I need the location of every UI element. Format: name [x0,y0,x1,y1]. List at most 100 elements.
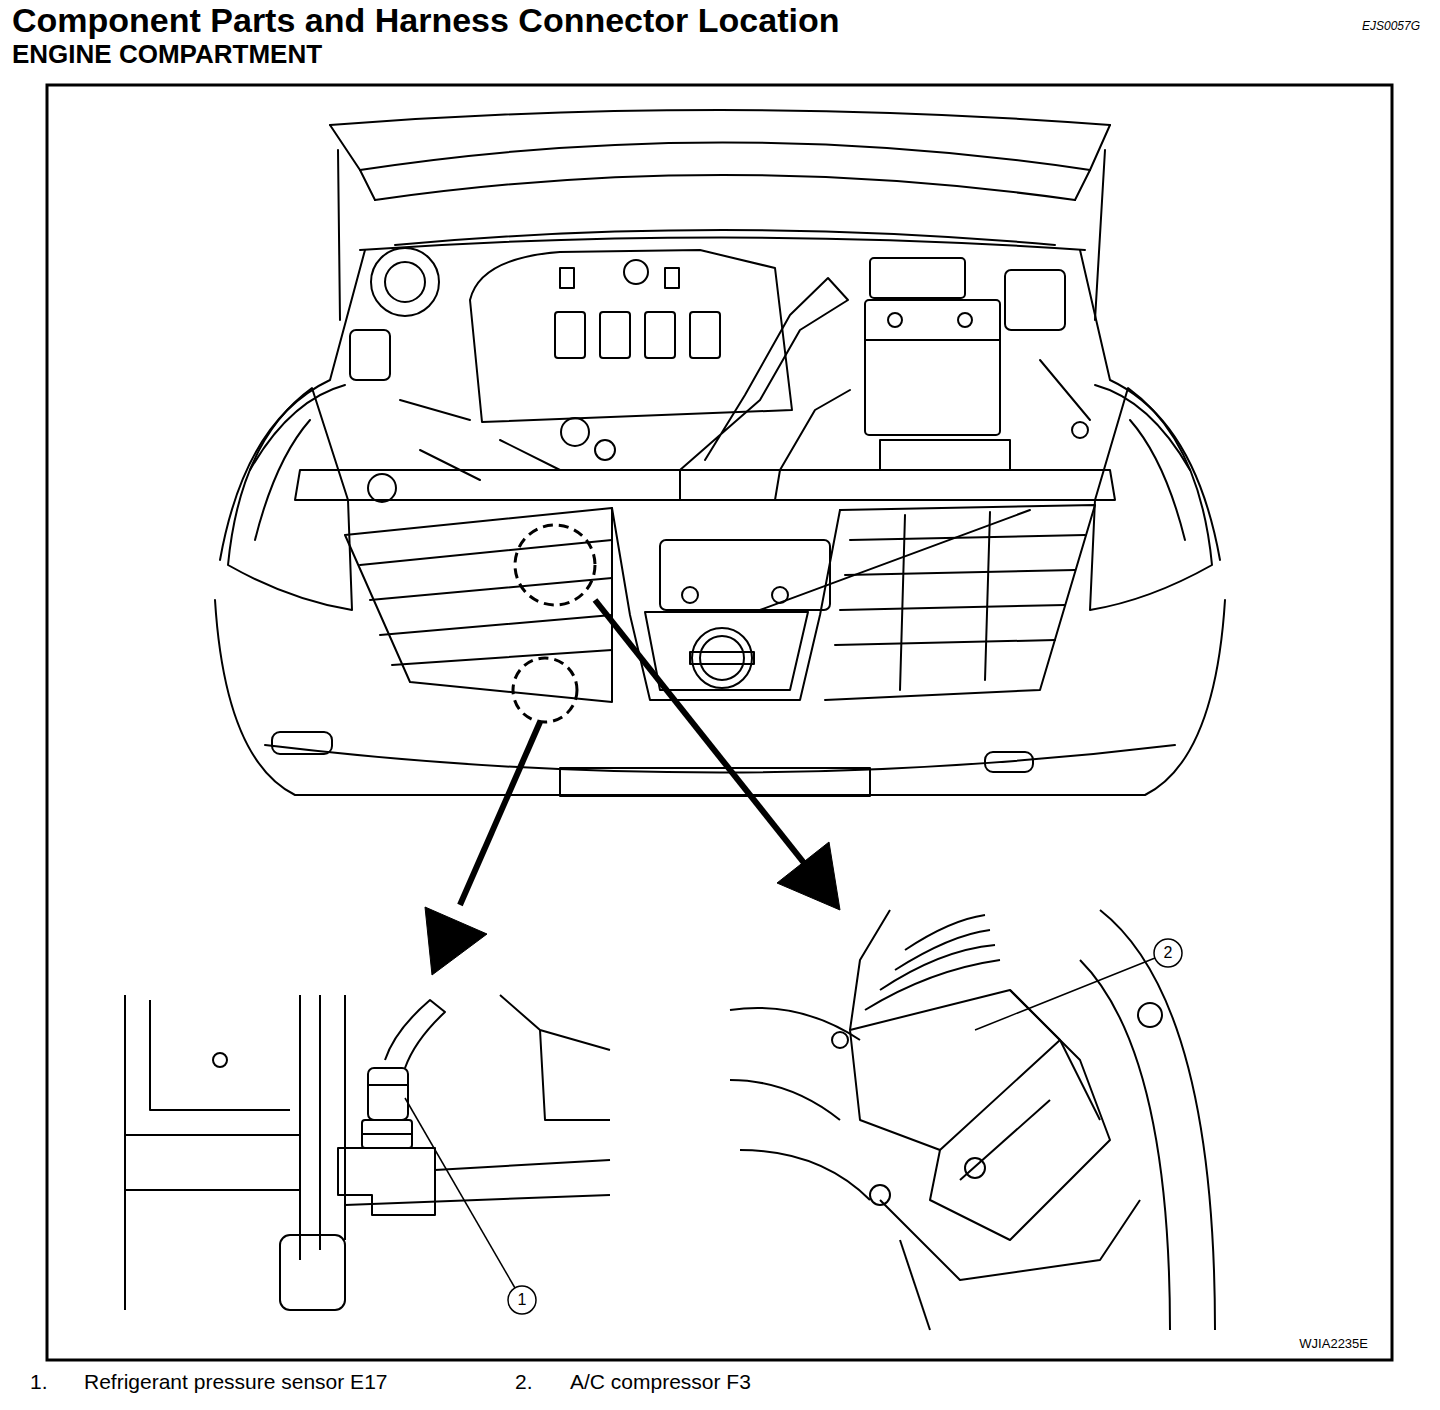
illustration-line [740,1150,870,1200]
illustration-line [900,515,905,690]
illustration-line [561,418,589,446]
illustration-line [515,525,595,605]
illustration-line [400,400,470,420]
illustration-line [560,268,574,288]
legend-number: 2. [515,1370,533,1393]
callout-number: 2 [1164,944,1173,962]
detail-arrow [425,600,840,975]
illustration-line [777,842,840,910]
illustration-line [965,1158,985,1178]
illustration-line [392,650,612,665]
illustration-line [760,510,1030,610]
illustration-line [280,1235,345,1310]
illustration-line [560,768,870,796]
illustration-line [513,658,577,722]
illustration-line [692,628,752,688]
page-title: Component Parts and Harness Connector Lo… [12,2,839,39]
sensor-detail-drawing [125,995,610,1314]
illustration-line [624,260,648,284]
illustration-line [870,258,965,298]
illustration-line [730,1008,860,1040]
illustration-line [385,1000,445,1068]
illustration-line [213,1053,227,1067]
illustration-line [850,990,1060,1150]
illustration-line [255,420,310,540]
illustration-line [690,312,720,358]
illustration-line [338,1148,435,1215]
illustration-line [888,313,902,327]
illustration-line [900,1240,930,1330]
compressor-detail-drawing [730,910,1215,1330]
illustration-line [645,612,808,690]
illustration-line [645,312,675,358]
illustration-line [850,910,890,1030]
illustration-line [700,636,744,680]
illustration-line [832,1032,848,1048]
illustration-line [360,238,1085,251]
illustration-line [880,1200,1140,1280]
illustration-line [1154,939,1182,967]
illustration-line [125,1134,300,1136]
illustration-line [338,150,340,320]
illustration-line [595,440,615,460]
figure-code: EJS0057G [1362,20,1420,33]
illustration-line [368,1068,408,1120]
illustration-line [375,175,1075,200]
illustration-line [362,1120,412,1148]
illustration-line [380,615,612,635]
illustration-line [1095,385,1190,470]
illustration-line [360,540,612,565]
illustration-line [272,732,332,754]
illustration-line [405,1098,515,1288]
illustration-line [435,1160,610,1170]
illustration-line [460,722,540,905]
illustration-line [660,540,830,610]
part-name: Refrigerant pressure sensor E17 [84,1370,388,1393]
illustration-line [865,960,1000,1010]
illustration-line [612,508,840,700]
figure-code: WJIA2235E [1299,1337,1368,1351]
illustration-line [600,312,630,358]
illustration-line [985,512,990,680]
illustration-line [1040,360,1090,420]
illustration-line [930,990,1110,1240]
illustration-line [215,600,1225,795]
illustration-line [250,385,345,470]
illustration-line [295,470,1115,500]
illustration-line [344,995,346,1240]
illustration-line [368,1084,408,1086]
car-front-drawing [215,110,1225,796]
illustration-line [1005,270,1065,330]
illustration-line [1060,1040,1100,1120]
illustration-line [1130,420,1185,540]
illustration-line [865,300,1000,435]
illustration-line [420,450,480,480]
illustration-line [850,535,1085,540]
illustration-line [540,1030,610,1120]
figure-frame [47,85,1392,1360]
illustration-line [385,262,425,302]
illustration-line [730,1080,840,1120]
illustration-line [975,958,1155,1030]
illustration-line [500,995,610,1050]
illustration-line [124,995,126,1310]
illustration-line [425,907,487,975]
illustration-line [1080,960,1170,1330]
illustration-line [330,125,375,200]
illustration-line [150,1000,290,1110]
part-name: A/C compressor F3 [570,1370,751,1393]
illustration-line [665,268,679,288]
illustration-line [880,440,1010,470]
illustration-line [508,1286,536,1314]
illustration-line [680,390,850,500]
section-heading: ENGINE COMPARTMENT [12,40,322,69]
callout-number: 1 [518,1291,527,1309]
detail-circle [513,525,595,722]
illustration-line [680,278,848,500]
illustration-line [835,640,1055,645]
illustration-line [840,605,1065,610]
legend-number: 1. [30,1370,48,1393]
illustration-line [845,570,1075,575]
illustration-line [958,313,972,327]
